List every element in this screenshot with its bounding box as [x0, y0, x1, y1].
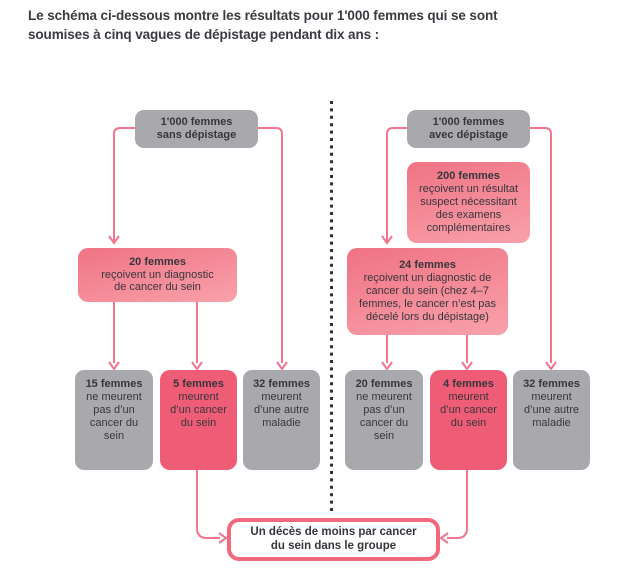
box-no-screening-diagnosed: 20 femmes reçoivent un diagnostic de can…	[78, 248, 237, 302]
box-line: meurent	[261, 390, 302, 403]
arrow-down-icon	[545, 361, 557, 371]
box-line: sein	[103, 429, 125, 442]
arrow-down-icon	[381, 361, 393, 371]
box-line: meurent	[178, 390, 219, 403]
intro-line-1: Le schéma ci-dessous montre les résultat…	[28, 8, 498, 23]
connector-left-to-die-other	[258, 127, 283, 363]
arrow-down-icon	[108, 235, 120, 245]
connector-right-to-die-other	[530, 127, 552, 363]
box-line: des examens	[435, 208, 502, 221]
box-line: maladie	[262, 416, 301, 429]
box-line: suspect nécessitant	[420, 196, 517, 209]
arrow-left-icon	[439, 532, 449, 544]
box-number: 24 femmes	[399, 259, 456, 272]
box-line: cancer du	[359, 416, 409, 429]
box-line: meurent	[531, 390, 572, 403]
box-screening-survive: 20 femmes ne meurent pas d’un cancer du …	[345, 370, 423, 470]
arrow-down-icon	[381, 235, 393, 245]
box-line: sans dépistage	[156, 129, 237, 141]
box-number: 4 femmes	[443, 378, 494, 390]
box-line: reçoivent un diagnostic de	[363, 272, 492, 285]
box-line: reçoivent un résultat	[418, 183, 519, 196]
box-screening-diagnosed: 24 femmes reçoivent un diagnostic de can…	[347, 248, 508, 335]
box-line: décelé lors du dépistage)	[366, 310, 489, 323]
box-number: 1'000 femmes	[432, 116, 505, 129]
box-line: d’un cancer	[440, 403, 497, 416]
box-line: pas d’un	[363, 403, 405, 416]
box-line: ne meurent	[356, 390, 412, 403]
box-number: 5 femmes	[173, 378, 224, 390]
box-number: 15 femmes	[85, 378, 143, 390]
box-line: d’une autre	[523, 403, 580, 416]
box-number: 32 femmes	[253, 378, 310, 390]
connector-left-to-diagnosis	[113, 127, 135, 242]
box-line: meurent	[448, 390, 489, 403]
box-screening-die-other: 32 femmes meurent d’une autre maladie	[513, 370, 590, 470]
box-no-screening-survive: 15 femmes ne meurent pas d’un cancer du …	[75, 370, 153, 470]
box-number: 32 femmes	[523, 378, 580, 390]
conclusion-line-1: Un décès de moins par cancer	[250, 525, 417, 538]
box-line: sein	[373, 429, 395, 442]
box-line: pas d’un	[93, 403, 135, 416]
box-screening-total: 1'000 femmes avec dépistage	[407, 110, 530, 148]
box-line: maladie	[532, 416, 571, 429]
connector-die-cancer-right-to-conclusion	[447, 470, 468, 539]
box-line: du sein	[180, 416, 217, 429]
connector-die-cancer-left-to-conclusion	[196, 470, 220, 539]
box-no-screening-total: 1'000 femmes sans dépistage	[135, 110, 258, 148]
conclusion-line-2: du sein dans le groupe	[270, 539, 397, 552]
intro-text: Le schéma ci-dessous montre les résultat…	[28, 6, 613, 44]
box-line: avec dépistage	[429, 129, 508, 141]
intro-line-2: soumises à cinq vagues de dépistage pend…	[28, 27, 380, 42]
box-number: 1'000 femmes	[160, 116, 233, 129]
box-line: de cancer du sein	[114, 281, 201, 294]
box-screening-die-cancer: 4 femmes meurent d’un cancer du sein	[430, 370, 507, 470]
arrow-down-icon	[276, 361, 288, 371]
connector-right-to-diagnosis	[386, 127, 407, 242]
box-line: d’une autre	[253, 403, 310, 416]
box-number: 20 femmes	[129, 255, 186, 268]
box-line: cancer du sein (chez 4–7	[366, 285, 489, 298]
box-no-screening-die-cancer: 5 femmes meurent d’un cancer du sein	[160, 370, 237, 470]
box-no-screening-die-other: 32 femmes meurent d’une autre maladie	[243, 370, 320, 470]
box-number: 20 femmes	[355, 378, 413, 390]
box-screening-suspect-result: 200 femmes reçoivent un résultat suspect…	[407, 162, 530, 243]
box-line: reçoivent un diagnostic	[101, 268, 214, 281]
arrow-down-icon	[191, 361, 203, 371]
box-line: d’un cancer	[170, 403, 227, 416]
box-number: 200 femmes	[437, 170, 500, 183]
box-line: du sein	[450, 416, 487, 429]
box-line: ne meurent	[86, 390, 142, 403]
box-line: cancer du	[89, 416, 139, 429]
arrow-right-icon	[218, 532, 228, 544]
box-conclusion: Un décès de moins par cancer du sein dan…	[227, 518, 440, 561]
arrow-down-icon	[461, 361, 473, 371]
arrow-down-icon	[108, 361, 120, 371]
box-line: complémentaires	[426, 221, 511, 234]
box-line: femmes, le cancer n’est pas	[359, 297, 496, 310]
